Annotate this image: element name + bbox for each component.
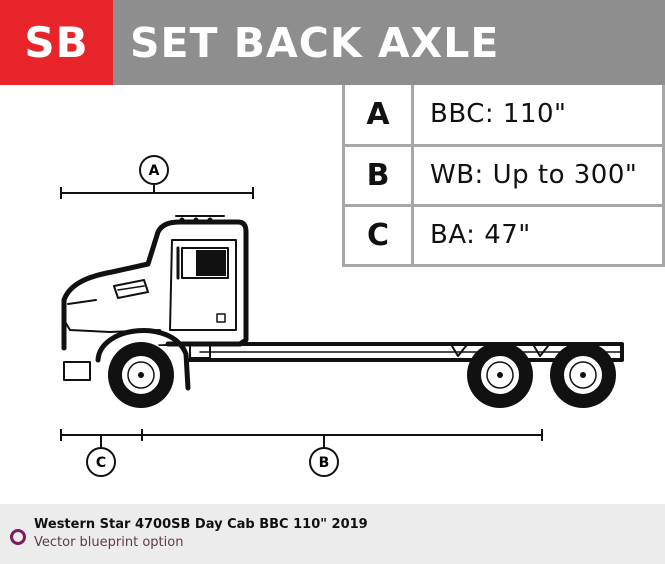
rear-wheel-1	[467, 342, 533, 408]
spec-value: BA: 47"	[430, 220, 531, 250]
product-subtitle: Vector blueprint option	[34, 535, 184, 550]
spec-value: WB: Up to 300"	[430, 160, 638, 190]
front-wheel	[108, 342, 174, 408]
truck-diagram: A	[60, 155, 624, 477]
callout-label-a: A	[149, 163, 160, 179]
header-bar: SB SET BACK AXLE	[0, 0, 665, 85]
callout-label-c: C	[96, 455, 106, 471]
callout-circle-b	[309, 447, 339, 477]
sb-badge: SB	[0, 0, 113, 85]
spec-table: A BBC: 110" B WB: Up to 300" C BA: 47"	[342, 85, 665, 267]
rear-wheel-2	[550, 342, 616, 408]
spec-letter: A	[343, 85, 414, 145]
spec-value: BBC: 110"	[430, 99, 567, 130]
spec-row-b: B WB: Up to 300"	[343, 145, 664, 205]
callout-label-b: B	[319, 455, 330, 471]
spec-letter: C	[343, 205, 414, 265]
radio-circle-icon[interactable]	[10, 529, 26, 545]
callout-circle-a	[139, 155, 169, 185]
page-title: SET BACK AXLE	[130, 18, 500, 67]
dimension-a: A	[60, 155, 254, 199]
spec-letter: B	[343, 145, 414, 205]
spec-row-a: A BBC: 110"	[343, 85, 664, 145]
callout-circle-c	[86, 447, 116, 477]
product-title[interactable]: Western Star 4700SB Day Cab BBC 110" 201…	[34, 517, 368, 532]
spec-row-c: C BA: 47"	[343, 205, 664, 265]
truck-silhouette	[61, 215, 624, 391]
footer-bar: Western Star 4700SB Day Cab BBC 110" 201…	[0, 504, 665, 564]
dimension-c-b: C B	[60, 429, 543, 477]
